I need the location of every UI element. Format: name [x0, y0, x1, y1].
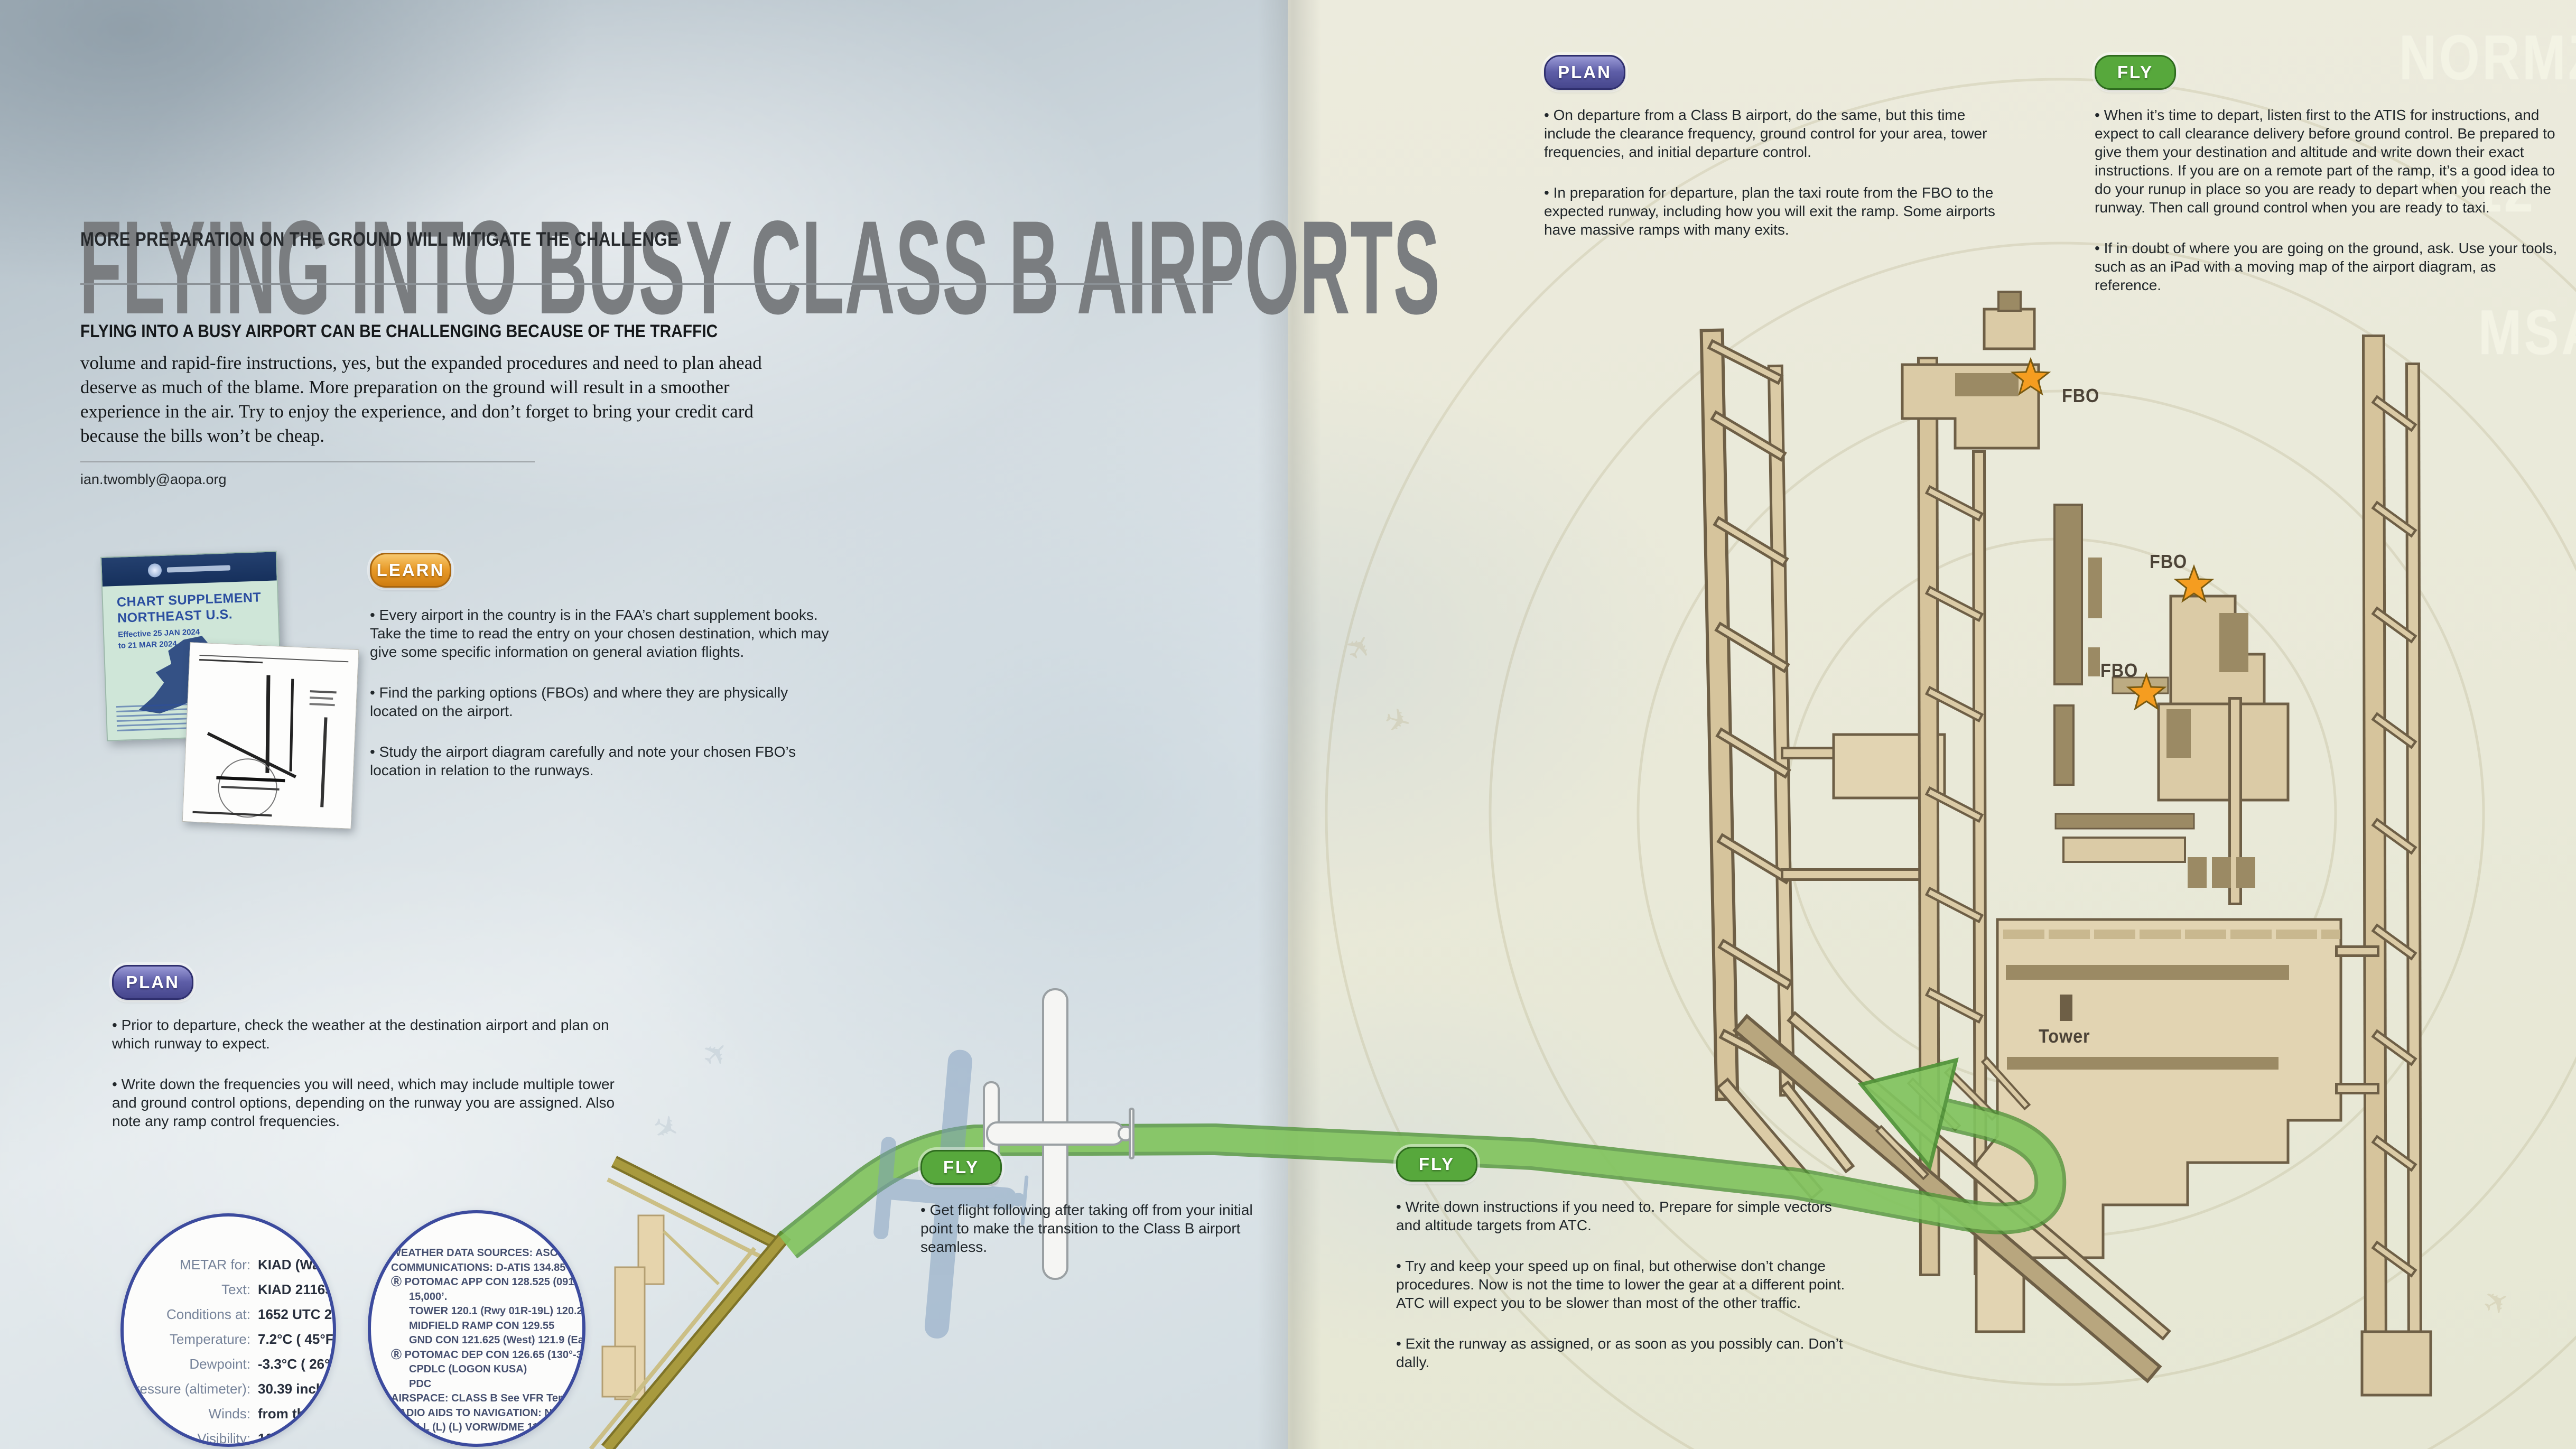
- bullet-item: If in doubt of where you are going on th…: [2095, 239, 2562, 294]
- plan-badge: PLAN: [112, 965, 193, 1000]
- fly-transition-bullets: Get flight following after taking off fr…: [920, 1201, 1264, 1278]
- supplement-lines: WEATHER DATA SOURCES: ASOS 134.85 (70COM…: [391, 1246, 585, 1435]
- supplement-line: TOWER 120.1 (Rwy 01R-19L) 120.25 (R: [409, 1305, 585, 1317]
- bullet-item: Prior to departure, check the weather at…: [112, 1016, 619, 1053]
- page-subtitle: MORE PREPARATION ON THE GROUND WILL MITI…: [80, 228, 679, 250]
- fbo-label: FBO: [2100, 660, 2138, 681]
- byline-divider: [80, 461, 535, 462]
- bullet-item: On departure from a Class B airport, do …: [1544, 106, 2014, 161]
- flight-path-arrowhead: [1857, 1057, 1959, 1171]
- bullet-item: Find the parking options (FBOs) and wher…: [370, 683, 830, 720]
- learn-badge: LEARN: [370, 553, 451, 588]
- supplement-line: AIRSPACE: CLASS B See VFR Terminal Ar: [391, 1392, 585, 1404]
- supplement-line: ALL (L) (L) VORW/DME 113.5: [409, 1422, 553, 1433]
- bullet-item: Write down instructions if you need to. …: [1396, 1197, 1856, 1234]
- bullet-item: In preparation for departure, plan the t…: [1544, 183, 2014, 239]
- supplement-line: MIDFIELD RAMP CON 129.55: [409, 1320, 555, 1332]
- ghost-chart-text: NORMZ: [2399, 22, 2576, 93]
- metar-row: METAR for:KIAD (Washington: [180, 1257, 336, 1272]
- metar-row: Conditions at:1652 UTC 21 Feb 20: [166, 1306, 333, 1322]
- metar-row: Temperature:7.2°C ( 45°F): [169, 1331, 336, 1347]
- fly-departure-badge: FLY: [2095, 55, 2176, 90]
- metar-row: Pressure (altimeter):30.39 inches Hg (1: [126, 1381, 336, 1397]
- faa-logo-icon: [147, 563, 162, 578]
- class-b-airport-diagram: [1699, 291, 2432, 1397]
- plan-ground-bullets: Prior to departure, check the weather at…: [112, 1016, 619, 1153]
- metar-row: Dewpoint:-3.3°C ( 26°F) [RH =: [189, 1356, 333, 1372]
- supplement-line: WEATHER DATA SOURCES: ASOS 134.85 (70: [391, 1247, 585, 1259]
- ghost-chart-text: MSAW: [2478, 297, 2576, 368]
- airport-diagram-page: [182, 642, 359, 829]
- supplement-line: 15,000’.: [409, 1290, 448, 1303]
- intro-paragraph: volume and rapid-fire instructions, yes,…: [80, 352, 762, 446]
- page-title: FLYING INTO BUSY CLASS B AIRPORTS: [79, 193, 1440, 342]
- metar-row: Winds:from the ESE (1: [208, 1406, 335, 1422]
- metar-row: Text:KIAD 211652Z 110: [221, 1281, 333, 1297]
- learn-bullets: Every airport in the country is in the F…: [370, 606, 830, 802]
- fbo-label: FBO: [2150, 551, 2188, 572]
- fly-departure-bullets: When it’s time to depart, listen first t…: [2095, 106, 2562, 317]
- metar-circle-card: METAR for:KIAD (WashingtonText:KIAD 2116…: [120, 1213, 336, 1447]
- supplement-circle-card: WEATHER DATA SOURCES: ASOS 134.85 (70COM…: [368, 1210, 585, 1447]
- mini-airport-diagram: [182, 643, 359, 829]
- header-divider: [80, 283, 1232, 285]
- plan-departure-bullets: On departure from a Class B airport, do …: [1544, 106, 2014, 261]
- plan-departure-badge: PLAN: [1544, 55, 1625, 90]
- tower-label: Tower: [2039, 1025, 2090, 1047]
- supplement-line: CPDLC (LOGON KUSA): [409, 1363, 527, 1375]
- bullet-item: Exit the runway as assigned, or as soon …: [1396, 1334, 1856, 1371]
- metar-row: Visibility:10 or more: [197, 1431, 328, 1446]
- supplement-line: Ⓡ POTOMAC DEP CON 126.65 (130°-300°) 1: [391, 1349, 582, 1361]
- ga-airport-diagram: [589, 1156, 791, 1449]
- bullet-item: Try and keep your speed up on final, but…: [1396, 1257, 1856, 1312]
- flight-path: [777, 1057, 2067, 1259]
- bullet-item: Every airport in the country is in the F…: [370, 606, 830, 661]
- author-email: ian.twombly@aopa.org: [80, 471, 227, 487]
- airplane-shadow: [864, 1044, 1039, 1345]
- supplement-line: PDC: [409, 1378, 432, 1390]
- book-header-decoration: [166, 565, 231, 573]
- supplement-line: GND CON 121.625 (West) 121.9 (East) CL: [409, 1334, 584, 1346]
- bullet-item: Get flight following after taking off fr…: [920, 1201, 1264, 1256]
- intro-lead: FLYING INTO A BUSY AIRPORT CAN BE CHALLE…: [80, 321, 718, 341]
- fly-arrival-badge: FLY: [1396, 1147, 1477, 1182]
- supplement-line: COMMUNICATIONS: D-ATIS 134.85 671-323: [391, 1261, 585, 1274]
- bullet-item: When it’s time to depart, listen first t…: [2095, 106, 2562, 217]
- bullet-item: Write down the frequencies you will need…: [112, 1075, 619, 1130]
- fbo-label: FBO: [2062, 385, 2100, 406]
- supplement-line: Ⓡ POTOMAC APP CON 128.525 (091°-240°): [391, 1276, 582, 1288]
- supplement-line: RADIO AIDS TO NAVIGATION: NOTAM FIL: [391, 1407, 585, 1419]
- page-gutter: [1258, 0, 1321, 1449]
- fly-arrival-bullets: Write down instructions if you need to. …: [1396, 1197, 1856, 1394]
- book-header-band: [101, 552, 277, 587]
- metar-rows: METAR for:KIAD (WashingtonText:KIAD 2116…: [124, 1252, 336, 1446]
- fly-transition-badge: FLY: [920, 1150, 1002, 1185]
- bullet-item: Study the airport diagram carefully and …: [370, 742, 830, 779]
